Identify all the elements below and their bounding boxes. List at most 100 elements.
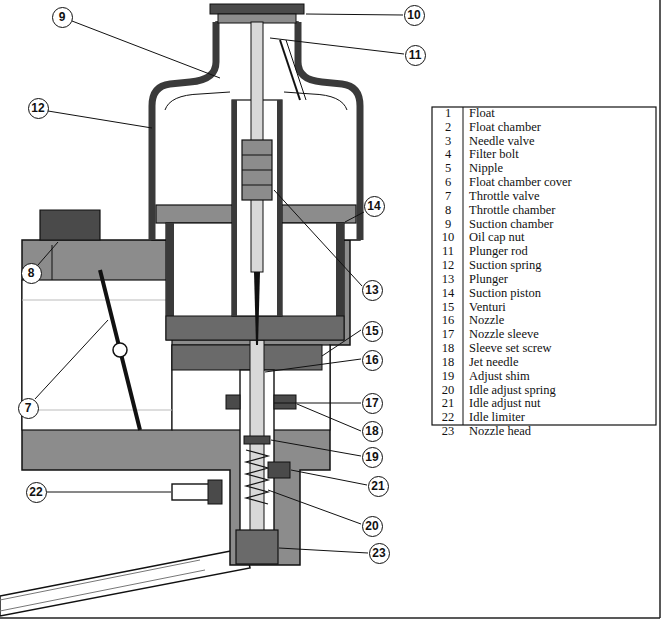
hose-line (0, 570, 205, 611)
leader-lines (35, 14, 404, 553)
hose-line (0, 560, 200, 600)
callout-number: 17 (362, 393, 383, 414)
dome-detail (284, 92, 347, 110)
table-number: 16 (434, 314, 462, 328)
callout-number: 9 (52, 7, 73, 28)
table-number: 8 (434, 204, 462, 218)
idle-adjust-nut (268, 462, 290, 478)
table-part-name: Nozzle (469, 314, 504, 328)
table-part-name: Venturi (469, 301, 506, 315)
callout-number: 8 (21, 263, 42, 284)
callout-number: 18 (362, 421, 383, 442)
table-part-name: Idle adjust nut (469, 397, 541, 411)
table-number: 19 (434, 370, 462, 384)
callout-number: 22 (26, 482, 47, 503)
table-part-name: Throttle chamber (469, 204, 555, 218)
callout-number: 20 (362, 516, 383, 537)
callout-number: 19 (362, 447, 383, 468)
suction-spring (286, 40, 306, 100)
callout-number: 21 (368, 476, 389, 497)
bore-line (22, 300, 172, 301)
venturi (172, 345, 322, 370)
table-number: 6 (434, 176, 462, 190)
table-part-name: Suction piston (469, 287, 541, 301)
table-number: 5 (434, 162, 462, 176)
table-number: 13 (434, 273, 462, 287)
table-part-name: Float chamber cover (469, 176, 572, 190)
table-number: 18 (434, 342, 462, 356)
set-screw (274, 395, 296, 409)
idle-spring (246, 450, 268, 504)
table-part-name: Nozzle head (469, 425, 531, 439)
callout-number: 13 (362, 280, 383, 301)
plunger (242, 140, 272, 200)
dome-detail (165, 92, 230, 110)
bore (22, 280, 172, 430)
chamber-flange (40, 210, 100, 240)
limiter-head (208, 480, 222, 504)
callout-number: 7 (18, 398, 39, 419)
table-part-name: Nipple (469, 162, 503, 176)
adjust-shim (244, 436, 270, 444)
table-part-name: Float (469, 107, 495, 121)
bore-line (22, 410, 172, 411)
piston-bottom (166, 316, 344, 340)
callout-number: 15 (362, 321, 383, 342)
table-part-name: Plunger (469, 273, 508, 287)
jet-needle (254, 272, 260, 345)
table-number: 1 (434, 107, 462, 121)
table-rule (463, 107, 464, 425)
table-number: 18 (434, 356, 462, 370)
table-part-name: Idle limiter (469, 411, 525, 425)
plunger-detail (242, 185, 272, 186)
table-part-name: Adjust shim (469, 370, 530, 384)
table-part-name: Nozzle sleeve (469, 328, 539, 342)
table-part-name: Needle valve (469, 135, 535, 149)
table-number: 4 (434, 148, 462, 162)
callout-number: 14 (364, 196, 385, 217)
table-number: 12 (434, 259, 462, 273)
table-number: 9 (434, 218, 462, 232)
fuel-hose (0, 548, 250, 616)
callout-number: 10 (404, 5, 425, 26)
table-part-name: Float chamber (469, 121, 541, 135)
table-number: 15 (434, 301, 462, 315)
throttle-valve (100, 270, 140, 430)
table-number: 17 (434, 328, 462, 342)
plunger-detail (242, 170, 272, 171)
table-number: 3 (434, 135, 462, 149)
plunger-detail (242, 155, 272, 156)
guide-wall (277, 100, 282, 316)
frame-line (0, 617, 660, 619)
table-number: 10 (434, 231, 462, 245)
table-part-name: Suction chamber (469, 218, 553, 232)
table-number: 11 (434, 245, 462, 259)
table-part-name: Plunger rod (469, 245, 528, 259)
table-number: 7 (434, 190, 462, 204)
guide-wall (232, 100, 237, 316)
table-part-name: Throttle valve (469, 190, 539, 204)
callout-number: 23 (369, 543, 390, 564)
table-number: 22 (434, 411, 462, 425)
callout-number: 11 (405, 45, 426, 66)
table-part-name: Idle adjust spring (469, 384, 556, 398)
table-number: 20 (434, 384, 462, 398)
table-number: 14 (434, 287, 462, 301)
valve-shaft (113, 343, 127, 357)
frame-line (659, 0, 661, 618)
table-number: 2 (434, 121, 462, 135)
table-part-name: Filter bolt (469, 148, 519, 162)
table-part-name: Suction spring (469, 259, 542, 273)
table-part-name: Oil cap nut (469, 231, 525, 245)
table-number: 21 (434, 397, 462, 411)
flange-line (52, 245, 53, 280)
suction-spring (280, 40, 300, 100)
nozzle-head (236, 530, 278, 564)
callout-number: 12 (28, 98, 49, 119)
set-screw (226, 395, 240, 409)
legend-table (432, 107, 656, 425)
table-part-name: Jet needle (469, 356, 519, 370)
oil-cap-nut (210, 4, 304, 14)
